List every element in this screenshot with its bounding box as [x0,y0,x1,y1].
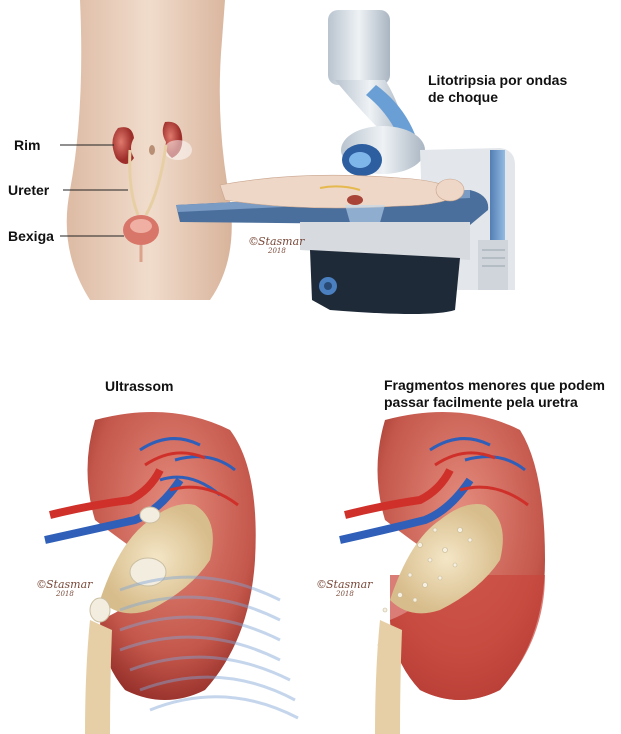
label-bexiga: Bexiga [8,228,54,245]
procedure-title-line2: de choque [428,89,567,106]
label-rim: Rim [14,137,40,154]
procedure-title: Litotripsia por ondas de choque [428,72,567,106]
procedure-title-line1: Litotripsia por ondas [428,72,567,89]
svg-text:2018: 2018 [267,247,286,255]
label-ureter: Ureter [8,182,49,199]
label-fragmentos-line1: Fragmentos menores que podem [384,377,605,394]
label-fragmentos: Fragmentos menores que podem passar faci… [384,377,605,411]
kidney-fragments-illustration [340,412,545,734]
label-ultrassom: Ultrassom [105,378,173,395]
patient-body [220,175,460,208]
svg-text:2018: 2018 [335,590,354,598]
label-fragmentos-line2: passar facilmente pela uretra [384,394,605,411]
svg-text:2018: 2018 [55,590,74,598]
kidney-ultrasound-illustration [45,412,298,734]
